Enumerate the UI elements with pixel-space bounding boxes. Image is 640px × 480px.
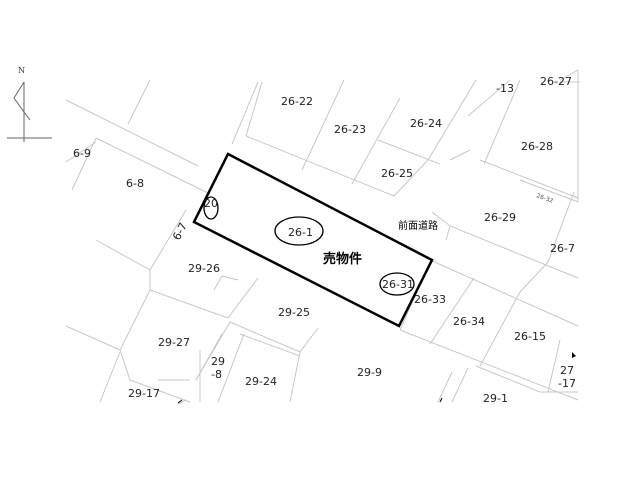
north-label: N: [18, 66, 25, 75]
parcel-label: 27: [560, 364, 574, 377]
parcel-label: -13: [496, 82, 514, 95]
lot-lines: [65, 69, 580, 405]
parcel-labels: 6-9 6-8 6-7 26-22 26-23 26-24 26-25 -13 …: [73, 75, 576, 405]
north-arrow: N: [7, 66, 52, 142]
parcel-label: 29-26: [188, 262, 220, 275]
parcel-label: 29-17: [128, 387, 160, 400]
parcel-label: 29: [211, 355, 225, 368]
parcel-label: 26-31: [382, 278, 414, 291]
parcel-label: 26-27: [540, 75, 572, 88]
parcel-label: -17: [558, 377, 576, 390]
parcel-label: 29-25: [278, 306, 310, 319]
parcel-label: 29-1: [483, 392, 508, 405]
parcel-label: 6-8: [126, 177, 144, 190]
property-label: 売物件: [323, 251, 362, 267]
parcel-label: 20: [204, 197, 218, 210]
parcel-label: 26-32: [535, 192, 554, 205]
parcel-label: 26-7: [550, 242, 575, 255]
parcel-label: 26-23: [334, 123, 366, 136]
parcel-label: 29-24: [245, 375, 277, 388]
parcel-label: 26-33: [414, 293, 446, 306]
parcel-label: 26-24: [410, 117, 442, 130]
parcel-label: 26-25: [381, 167, 413, 180]
parcel-label: 26-34: [453, 315, 485, 328]
parcel-label: 26-22: [281, 95, 313, 108]
parcel-20-marker: [203, 196, 219, 220]
parcel-label: 6-9: [73, 147, 91, 160]
edge-mark: [439, 397, 443, 403]
parcel-label: 26-29: [484, 211, 516, 224]
parcel-26-1-marker: [274, 216, 324, 246]
road-label: 前面道路: [398, 219, 438, 232]
subject-property-outline: [192, 152, 434, 328]
parcel-label: 26-28: [521, 140, 553, 153]
parcel-label: 6-7: [170, 220, 190, 242]
parcel-label: 29-9: [357, 366, 382, 379]
parcel-label: 26-1: [288, 226, 313, 239]
parcel-label: 26-15: [514, 330, 546, 343]
parcel-label: -8: [211, 368, 222, 381]
north-arrow-icon: [7, 81, 52, 142]
parcel-label: 29-27: [158, 336, 190, 349]
parcel-26-31-marker: [379, 272, 415, 296]
corner-mark: [572, 352, 576, 358]
edge-mark: [177, 399, 183, 404]
